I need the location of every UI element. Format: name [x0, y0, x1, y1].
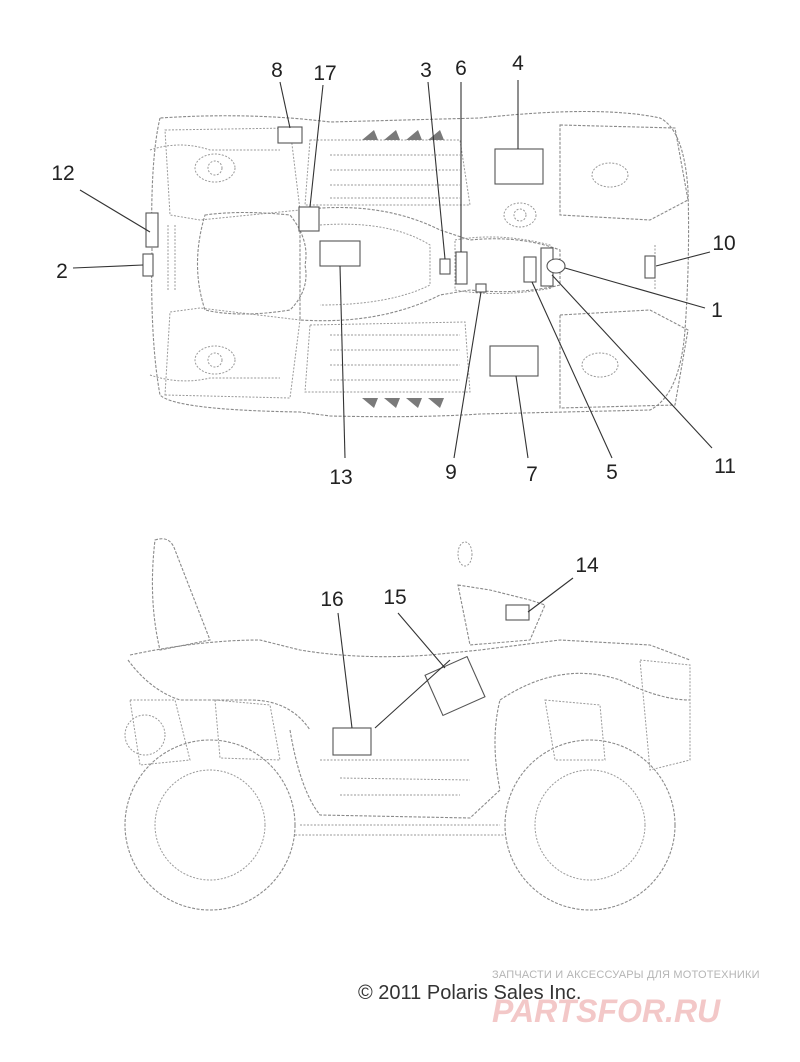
atv-top-view — [149, 110, 690, 418]
callout-4: 4 — [512, 52, 524, 75]
decal-16 — [332, 727, 372, 756]
decal-4 — [494, 148, 544, 185]
watermark-tagline: ЗАПЧАСТИ И АКСЕССУАРЫ ДЛЯ МОТОТЕХНИКИ — [492, 969, 760, 981]
callout-14: 14 — [575, 554, 599, 577]
callout-16: 16 — [320, 588, 343, 611]
decal-8 — [277, 126, 303, 144]
callout-10: 10 — [712, 232, 735, 255]
decal-6 — [455, 251, 468, 285]
callout-13: 13 — [329, 466, 352, 489]
decal-9 — [475, 283, 487, 293]
callout-9: 9 — [445, 461, 457, 484]
decal-7 — [489, 345, 539, 377]
watermark-logo: PARTSFOR.RU — [492, 993, 721, 1029]
callout-7: 7 — [526, 463, 538, 486]
watermark: ЗАПЧАСТИ И АКСЕССУАРЫ ДЛЯ МОТОТЕХНИКИ PA… — [492, 969, 760, 1029]
callout-8: 8 — [271, 59, 283, 82]
decal-17 — [298, 206, 320, 232]
decal-1 — [546, 258, 566, 274]
leader-lines-top-view — [72, 80, 713, 459]
copyright-text: © 2011 Polaris Sales Inc. — [358, 982, 581, 1004]
callout-15: 15 — [383, 586, 406, 609]
decal-15 — [424, 655, 486, 717]
decal-10 — [644, 255, 656, 279]
decal-14 — [505, 604, 530, 621]
leader-lines-side-view — [337, 577, 574, 729]
decal-boxes-side-view — [332, 604, 530, 756]
callout-2: 2 — [56, 260, 68, 283]
decal-3 — [439, 258, 451, 275]
atv-side-view — [124, 538, 691, 911]
callout-11: 11 — [714, 455, 736, 478]
callouts-side-view: 14 15 16 — [320, 554, 599, 611]
decal-boxes-top-view — [142, 126, 656, 377]
decal-12 — [145, 212, 159, 248]
decal-2 — [142, 253, 154, 277]
callout-6: 6 — [455, 57, 467, 80]
callout-12: 12 — [51, 162, 74, 185]
callouts-top-view: 8 17 3 6 4 12 2 10 1 11 13 9 7 5 — [51, 52, 736, 489]
callout-17: 17 — [313, 62, 336, 85]
callout-1: 1 — [711, 299, 723, 322]
callout-3: 3 — [420, 59, 432, 82]
decal-13 — [319, 240, 361, 267]
decal-5 — [523, 256, 537, 283]
callout-5: 5 — [606, 461, 618, 484]
